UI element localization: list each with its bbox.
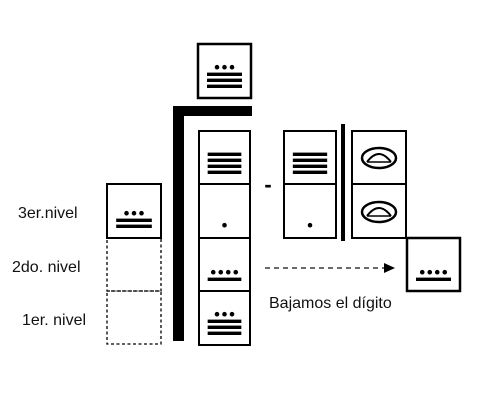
label-first-level: 1er. nivel xyxy=(22,312,86,329)
result-box xyxy=(405,236,462,293)
numeral-bar xyxy=(207,72,242,76)
numeral-dot xyxy=(218,269,224,275)
dividend-box-1st xyxy=(198,237,251,292)
dividend-extra-numeral xyxy=(207,311,242,335)
numeral-dot xyxy=(229,311,235,317)
numeral-dot xyxy=(139,210,144,216)
numeral-bar xyxy=(292,170,328,174)
numeral-bar xyxy=(292,164,328,168)
dividend-2nd-numeral xyxy=(222,222,227,228)
numeral-dot xyxy=(222,64,227,70)
numeral-bar xyxy=(207,164,242,168)
numeral-bar xyxy=(116,224,152,228)
annotation-text: Bajamos el dígito xyxy=(269,295,392,312)
subtraction-line xyxy=(341,124,345,241)
subtrahend-bottom-numeral xyxy=(307,222,313,228)
label-third-level: 3er.nivel xyxy=(18,205,78,222)
divisor-numeral xyxy=(207,64,242,88)
result-numeral xyxy=(416,269,451,281)
numeral-bar xyxy=(207,158,242,162)
numeral-dot xyxy=(214,311,220,317)
zero-box-bottom xyxy=(351,183,407,239)
numeral-bar xyxy=(207,319,242,323)
zero-box-top xyxy=(351,130,407,185)
numeral-dot xyxy=(229,64,235,70)
subtrahend-box-top xyxy=(283,130,337,185)
numeral-bar xyxy=(207,152,242,156)
left-level2-empty-box xyxy=(106,237,162,292)
shell-zero-icon xyxy=(360,200,398,224)
numeral-dot xyxy=(442,269,448,275)
numeral-dot xyxy=(124,210,129,216)
dividend-box-3rd xyxy=(198,130,251,185)
numeral-dot xyxy=(427,269,433,275)
numeral-bar xyxy=(207,331,242,335)
dividend-box-2nd xyxy=(198,183,251,239)
numeral-dot xyxy=(214,64,220,70)
numeral-dot xyxy=(419,269,425,275)
label-second-level: 2do. nivel xyxy=(12,259,81,276)
numeral-dot xyxy=(131,210,137,216)
numeral-dot xyxy=(222,311,227,317)
division-bracket xyxy=(173,106,252,341)
numeral-bar xyxy=(207,325,242,329)
numeral-dot xyxy=(210,269,216,275)
shell-zero-icon xyxy=(360,146,398,170)
minus-sign: - xyxy=(264,172,271,197)
numeral-bar xyxy=(207,78,242,82)
numeral-bar xyxy=(416,277,451,281)
numeral-dot xyxy=(222,222,227,228)
arrow-head-icon xyxy=(384,263,395,273)
left-level3-numeral xyxy=(116,210,152,228)
subtrahend-top-numeral xyxy=(292,152,328,174)
numeral-bar xyxy=(207,84,242,88)
dividend-1st-numeral xyxy=(207,269,242,281)
numeral-dot xyxy=(307,222,313,228)
dividend-3rd-numeral xyxy=(207,152,242,174)
numeral-dot xyxy=(434,269,440,275)
numeral-dot xyxy=(233,269,239,275)
subtrahend-box-bottom xyxy=(283,183,337,239)
numeral-dot xyxy=(225,269,231,275)
left-level1-empty-box xyxy=(106,290,162,345)
numeral-bar xyxy=(207,170,242,174)
numeral-bar xyxy=(292,152,328,156)
numeral-bar xyxy=(207,277,242,281)
divisor-box xyxy=(196,42,253,100)
dividend-box-extra xyxy=(198,290,251,346)
numeral-bar xyxy=(292,158,328,162)
numeral-bar xyxy=(116,218,152,222)
